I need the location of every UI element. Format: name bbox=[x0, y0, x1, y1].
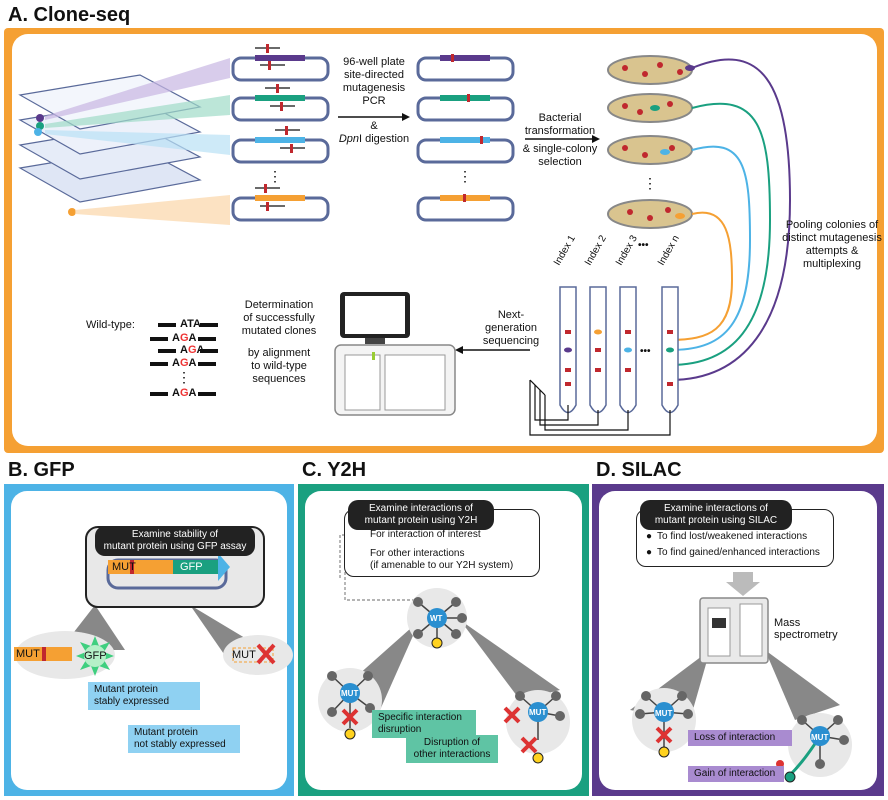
beam-orange bbox=[75, 195, 230, 225]
d-option-1: To find lost/weakened interactions bbox=[657, 531, 808, 542]
gain-callout: Gain of interaction bbox=[688, 766, 784, 782]
mut-label-unstable: MUT bbox=[232, 649, 256, 661]
sequence-bars bbox=[150, 323, 218, 396]
svg-text:⋮: ⋮ bbox=[458, 168, 472, 184]
step1-caption-b: & DpnI digestion bbox=[338, 120, 410, 145]
panel-d-title: D. SILAC bbox=[596, 459, 682, 481]
gfp-label-stable: GFP bbox=[84, 650, 107, 662]
mutant-sequence-1: AGA bbox=[172, 332, 197, 344]
mut-label: MUT bbox=[112, 561, 136, 573]
d-option-2: To find gained/enhanced interactions bbox=[657, 547, 820, 558]
ngs-caption: Next- generation sequencing bbox=[482, 309, 540, 347]
step2-caption-b: & single-colony selection bbox=[522, 143, 598, 168]
mutant-sequence-2: AGA bbox=[180, 344, 205, 356]
well-dot-blue bbox=[34, 128, 42, 136]
c-option-2: For other interactions(if amenable to ou… bbox=[370, 548, 514, 571]
d-bullet-2: ● bbox=[646, 547, 653, 558]
panel-b-title: B. GFP bbox=[8, 459, 75, 481]
gfp-label: GFP bbox=[180, 561, 203, 573]
cross-icon bbox=[256, 643, 276, 665]
svg-text:⋮: ⋮ bbox=[643, 175, 657, 191]
index-ellipsis: ••• bbox=[638, 240, 649, 251]
svg-text:⋮: ⋮ bbox=[268, 168, 282, 184]
mutant-sequence-4: AGA bbox=[172, 387, 197, 399]
mut-node-label-1: MUT bbox=[341, 689, 359, 698]
determination-caption-b: by alignment to wild-type sequences bbox=[247, 347, 311, 385]
step2-caption: Bacterial transformation bbox=[524, 112, 596, 137]
well-dot-orange bbox=[68, 208, 76, 216]
step1-caption: 96-well plate site-directed mutagenesis … bbox=[342, 56, 406, 107]
determination-caption: Determination of successfully mutated cl… bbox=[241, 299, 317, 337]
wt-node-label: WT bbox=[430, 614, 443, 623]
mut-label-stable: MUT bbox=[16, 648, 40, 660]
c-option-1: For interaction of interest bbox=[370, 529, 481, 540]
svg-text:⋮: ⋮ bbox=[177, 369, 191, 385]
mutant-sequence-3: AGA bbox=[172, 357, 197, 369]
wildtype-label: Wild-type: bbox=[86, 319, 135, 331]
beam-blue bbox=[45, 130, 230, 155]
wildtype-sequence: ATA bbox=[180, 318, 201, 330]
well-dot-purple bbox=[36, 114, 44, 122]
loss-callout: Loss of interaction bbox=[688, 730, 792, 746]
mut-node-label-d2: MUT bbox=[811, 733, 829, 742]
d-bullet-1: ● bbox=[646, 531, 653, 542]
mut-node-label-2: MUT bbox=[529, 708, 547, 717]
tube-ellipsis: ••• bbox=[640, 346, 651, 357]
sequencer-machine bbox=[334, 292, 456, 416]
pooling-caption: Pooling colonies of distinct mutagenesis… bbox=[782, 219, 882, 270]
beam-purple bbox=[45, 58, 230, 120]
beam-green bbox=[45, 95, 230, 128]
mut-node-label-d1: MUT bbox=[655, 709, 673, 718]
panel-a-title: A. Clone-seq bbox=[8, 4, 131, 26]
panel-c-title: C. Y2H bbox=[302, 459, 367, 481]
